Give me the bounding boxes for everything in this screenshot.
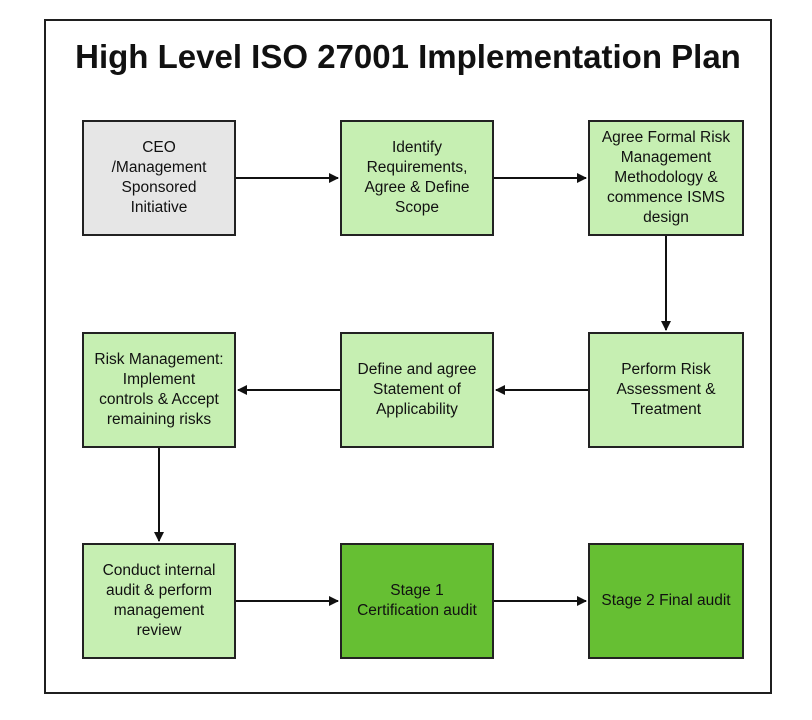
step-internal-audit: Conduct internal audit & perform managem… bbox=[82, 543, 236, 659]
step-risk-assessment: Perform Risk Assessment & Treatment bbox=[588, 332, 744, 448]
step-risk-methodology: Agree Formal Risk Management Methodology… bbox=[588, 120, 744, 236]
diagram-frame bbox=[44, 19, 772, 694]
step-risk-management: Risk Management: Implement controls & Ac… bbox=[82, 332, 236, 448]
diagram-title: High Level ISO 27001 Implementation Plan bbox=[75, 38, 741, 75]
step-statement-of-applicability: Define and agree Statement of Applicabil… bbox=[340, 332, 494, 448]
step-stage-1-audit: Stage 1 Certification audit bbox=[340, 543, 494, 659]
step-identify-requirements: Identify Requirements, Agree & Define Sc… bbox=[340, 120, 494, 236]
step-ceo-initiative: CEO /Management Sponsored Initiative bbox=[82, 120, 236, 236]
step-stage-2-audit: Stage 2 Final audit bbox=[588, 543, 744, 659]
